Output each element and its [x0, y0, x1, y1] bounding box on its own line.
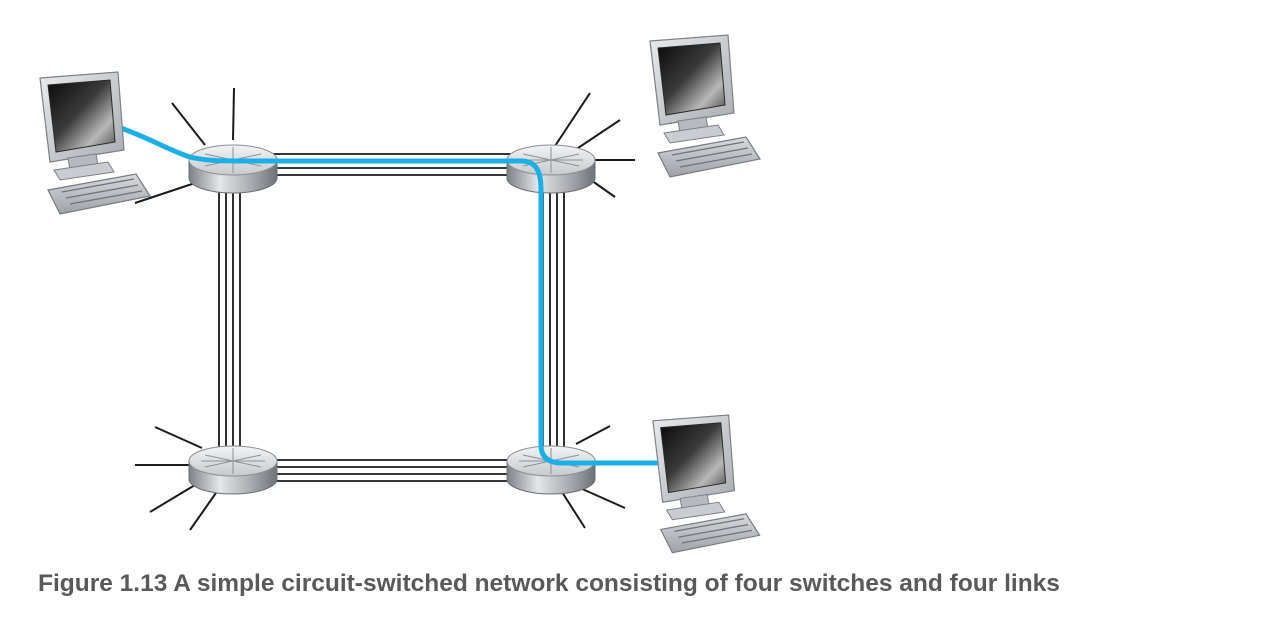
- link-left: [218, 175, 241, 460]
- figure-caption: Figure 1.13 A simple circuit-switched ne…: [38, 570, 1060, 597]
- switch-top-right: [506, 144, 596, 194]
- switch-links: [218, 153, 565, 482]
- link-right: [542, 175, 565, 460]
- link-bottom: [232, 459, 550, 482]
- external-links: [134, 87, 635, 531]
- switch-bottom-left: [188, 445, 278, 495]
- host-bottom-right: [652, 414, 761, 554]
- switch-bottom-right: [506, 445, 596, 495]
- circuit-path: [115, 124, 659, 466]
- host-left: [39, 71, 151, 215]
- network-diagram: [39, 34, 761, 554]
- switch-top-left: [188, 144, 278, 194]
- link-top: [232, 153, 550, 176]
- host-top-right: [649, 34, 761, 178]
